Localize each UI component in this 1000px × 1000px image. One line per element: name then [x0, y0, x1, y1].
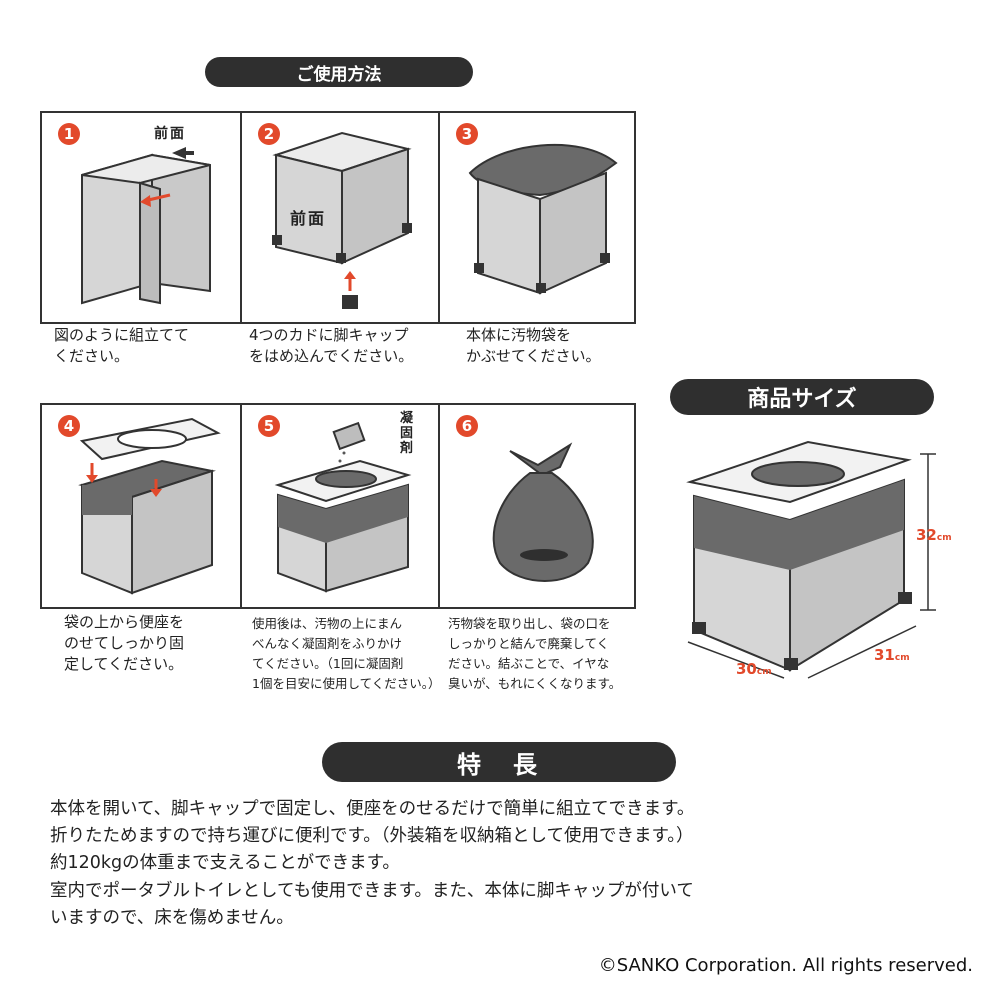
front-label: 前面 [290, 209, 327, 228]
step-panel-5: 5 凝固剤 [240, 405, 438, 607]
front-label: 前面 [154, 126, 186, 142]
dim-depth: 31cm [874, 646, 910, 664]
feature-line: 室内でポータブルトイレとしても使用できます。また、本体に脚キャップが付いて [50, 880, 694, 901]
usage-title: ご使用方法 [205, 57, 473, 87]
step-panel-2: 2 前面 [240, 113, 438, 322]
step-5-illustration [274, 421, 412, 593]
feature-line: 約120kgの体重まで支えることができます。 [50, 853, 400, 874]
step-caption-3: 本体に汚物袋を かぶせてください。 [466, 326, 601, 365]
feature-line: 本体を開いて、脚キャップで固定し、便座をのせるだけで簡単に組立てできます。 [50, 799, 695, 819]
step-number: 1 [58, 123, 80, 145]
step-number: 4 [58, 415, 80, 437]
steps-row-2: 4 5 凝固剤 6 [40, 403, 636, 609]
step-number: 5 [258, 415, 280, 437]
step-panel-4: 4 [40, 405, 240, 607]
step-1-illustration [81, 147, 211, 305]
step-number: 3 [456, 123, 478, 145]
copyright: ©SANKO Corporation. All rights reserved. [598, 955, 973, 976]
step-panel-6: 6 [438, 405, 636, 607]
step-panel-3: 3 [438, 113, 636, 322]
features-list: 本体を開いて、脚キャップで固定し、便座をのせるだけで簡単に組立てできます。 折り… [50, 796, 694, 932]
step-6-illustration [492, 442, 594, 582]
dim-height: 32cm [916, 526, 952, 544]
coagulant-label: 凝固剤 [400, 411, 414, 456]
step-number: 6 [456, 415, 478, 437]
step-caption-2: 4つのカドに脚キャップ をはめ込んでください。 [249, 326, 414, 365]
product-size-illustration [686, 440, 936, 679]
step-4-illustration [78, 417, 221, 595]
size-title: 商品サイズ [670, 379, 934, 415]
step-caption-6: 汚物袋を取り出し、袋の口を しっかりと結んで廃棄してく ださい。結ぶことで、イヤ… [448, 616, 622, 691]
dim-width: 30cm [736, 660, 772, 678]
step-caption-1: 図のように組立てて ください。 [54, 326, 190, 365]
steps-row-1: 1 前面 2 前面 3 [40, 111, 636, 324]
feature-line: いますので、床を傷めません。 [50, 907, 294, 928]
step-caption-4: 袋の上から便座を のせてしっかり固 定してください。 [64, 613, 185, 673]
step-number: 2 [258, 123, 280, 145]
step-2-illustration [272, 131, 412, 309]
feature-title: 特 長 [322, 742, 676, 782]
step-panel-1: 1 前面 [40, 113, 240, 322]
feature-line: 折りたためますので持ち運びに便利です。（外装箱を収納箱として使用できます。） [50, 826, 694, 847]
step-3-illustration [468, 143, 618, 295]
step-caption-5: 使用後は、汚物の上にまん べんなく凝固剤をふりかけ てください。（1回に凝固剤 … [252, 616, 441, 691]
